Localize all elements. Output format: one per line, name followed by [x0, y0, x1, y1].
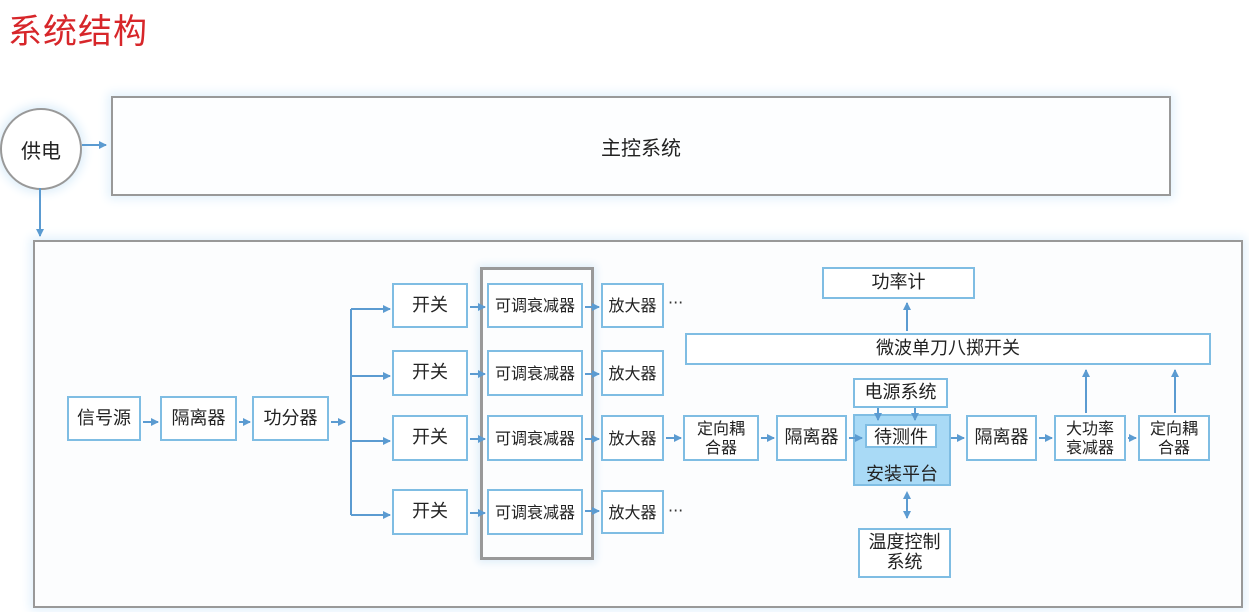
isolator-1: 隔离器	[160, 396, 237, 441]
adjustable-attenuator-3: 可调衰减器	[487, 415, 583, 461]
main-control-label: 主控系统	[601, 135, 681, 160]
amplifier-3: 放大器	[601, 415, 664, 461]
power-supply-label: 供电	[21, 138, 61, 163]
ellipsis-4: ···	[668, 501, 684, 520]
switch-1: 开关	[392, 283, 468, 328]
amplifier-2: 放大器	[601, 350, 664, 396]
isolator-3: 隔离器	[966, 415, 1037, 461]
power-supply-node: 供电	[0, 108, 82, 190]
temperature-control-system: 温度控制系统	[858, 528, 951, 578]
main-control-system: 主控系统	[111, 96, 1171, 196]
amplifier-1: 放大器	[601, 283, 664, 328]
directional-coupler-2: 定向耦合器	[1138, 415, 1210, 461]
high-power-attenuator: 大功率衰减器	[1054, 415, 1126, 461]
adjustable-attenuator-1: 可调衰减器	[487, 283, 583, 328]
power-divider: 功分器	[252, 396, 329, 441]
power-meter: 功率计	[822, 267, 975, 299]
ellipsis-1: ···	[668, 293, 684, 312]
device-under-test: 待测件	[865, 424, 937, 448]
switch-3: 开关	[392, 415, 468, 461]
microwave-sp8t-switch: 微波单刀八掷开关	[685, 333, 1211, 365]
directional-coupler-1: 定向耦合器	[683, 415, 759, 461]
adjustable-attenuator-4: 可调衰减器	[487, 489, 583, 535]
mounting-platform: 待测件 安装平台	[853, 414, 951, 486]
power-system: 电源系统	[853, 378, 948, 408]
switch-2: 开关	[392, 350, 468, 396]
mounting-platform-label: 安装平台	[866, 464, 938, 485]
signal-source: 信号源	[67, 396, 141, 441]
switch-4: 开关	[392, 489, 468, 535]
adjustable-attenuator-2: 可调衰减器	[487, 350, 583, 396]
attenuator-group-frame	[480, 267, 594, 560]
page-title: 系统结构	[8, 12, 148, 52]
isolator-2: 隔离器	[776, 415, 847, 461]
amplifier-4: 放大器	[601, 490, 664, 534]
